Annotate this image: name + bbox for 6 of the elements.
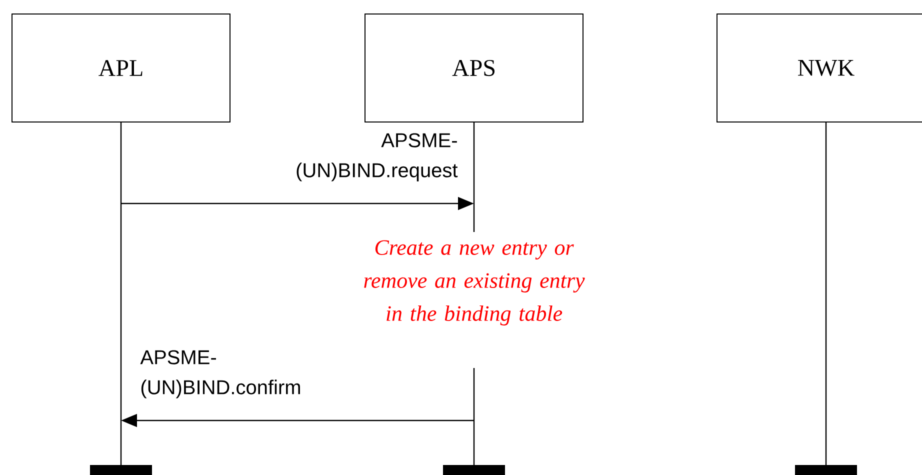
participant-box: APS	[364, 14, 584, 122]
message-label: APSME- (UN)BIND.request	[296, 133, 458, 182]
participant-box: APL	[12, 14, 230, 122]
note-text: Create a new entry or remove an existing entry in the binding table	[364, 240, 585, 326]
participant-box: NWK	[716, 14, 922, 122]
message-label: APSME- (UN)BIND.confirm	[140, 350, 300, 398]
